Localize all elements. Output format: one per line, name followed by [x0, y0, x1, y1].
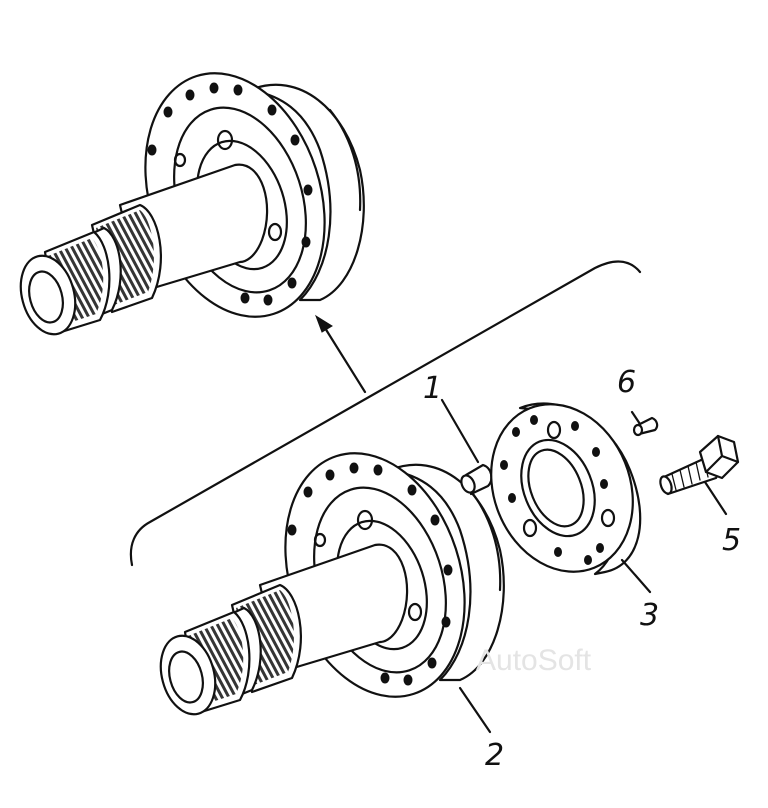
callout-2: 2	[485, 738, 504, 773]
callout-3: 3	[640, 598, 659, 633]
pin-part-6	[632, 416, 659, 437]
callout-1: 1	[423, 371, 442, 406]
retaining-ring-part-3	[490, 402, 642, 576]
group-bracket	[129, 260, 642, 567]
callout-6: 6	[617, 365, 636, 400]
hub-shaft-flange	[151, 428, 505, 722]
leader-lines	[440, 398, 728, 734]
pin-part-1	[460, 463, 493, 496]
assembly-arrow	[315, 314, 367, 394]
bolt-part-5	[659, 434, 740, 496]
watermark: AutoSoft	[476, 644, 592, 677]
assembled-hub	[11, 48, 365, 342]
callout-5: 5	[722, 523, 741, 558]
